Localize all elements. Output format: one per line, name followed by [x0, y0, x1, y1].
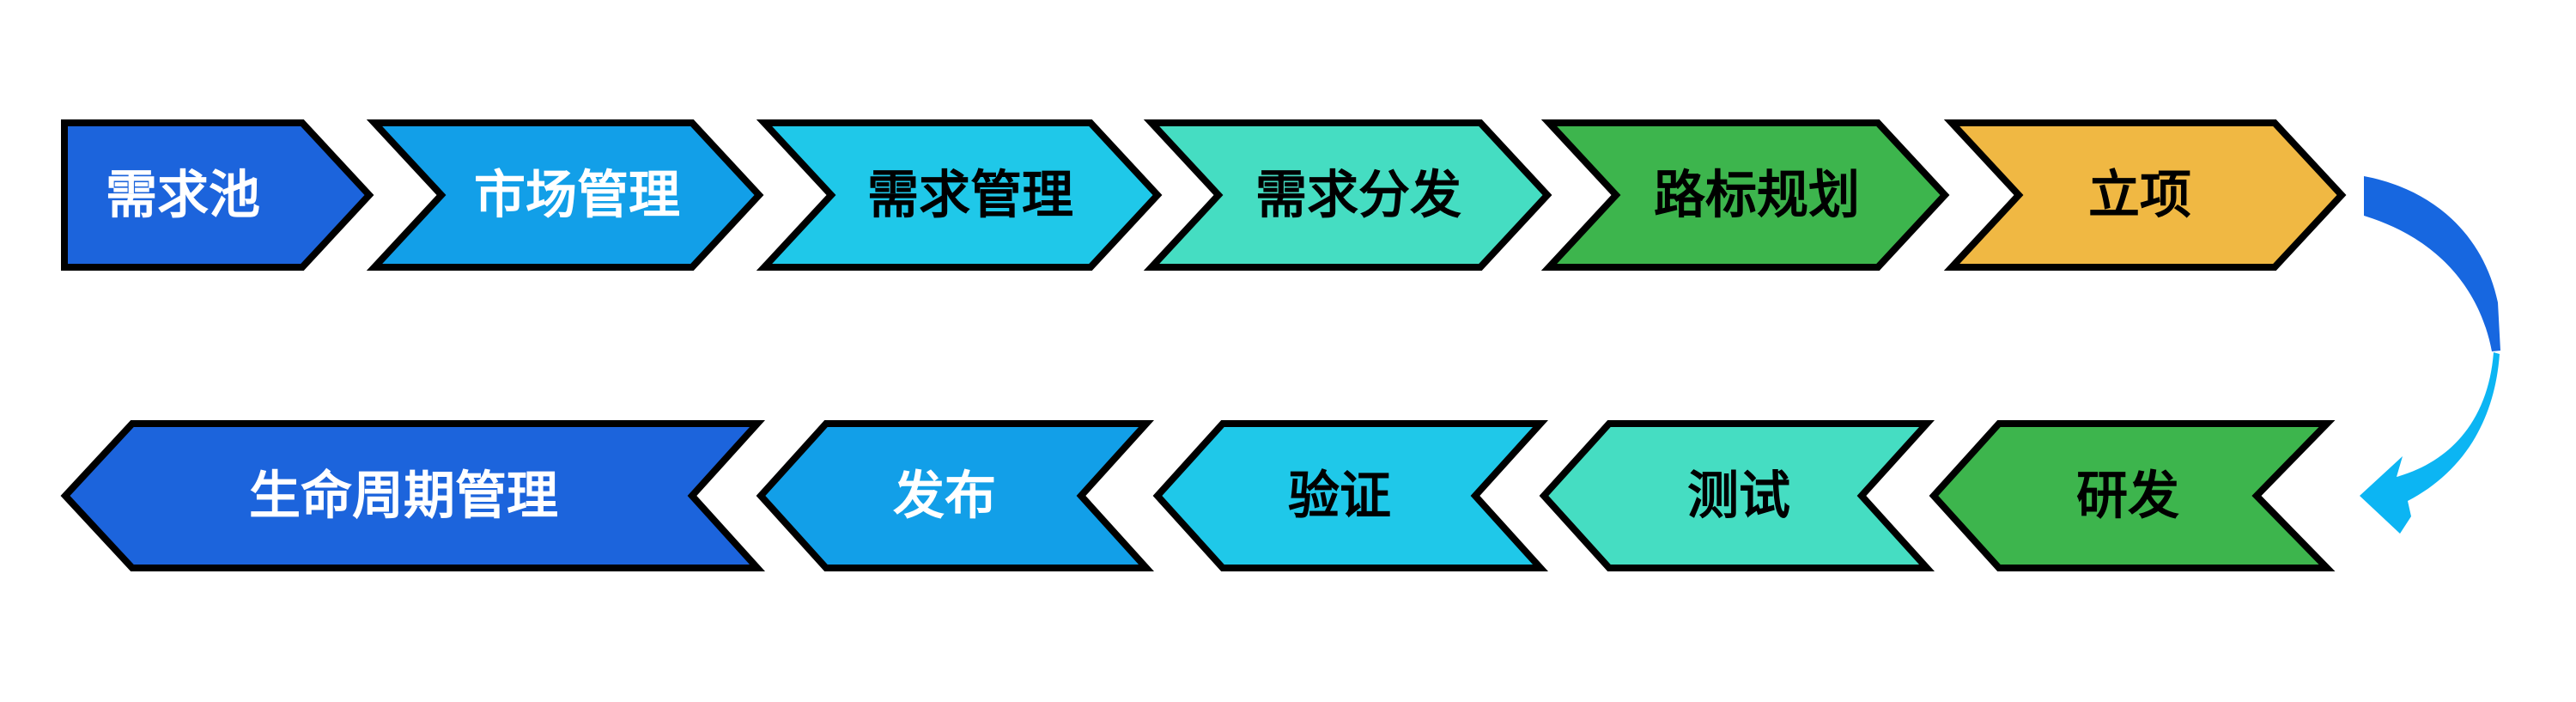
- step-label: 发布: [893, 467, 996, 525]
- step-label: 研发: [2076, 467, 2179, 525]
- chevron-shape: [366, 119, 764, 271]
- step-release: 发布: [756, 420, 1155, 571]
- step-label: 需求管理: [867, 167, 1073, 224]
- step-label: 立项: [2088, 167, 2191, 224]
- chevron-shape: [1539, 420, 1935, 571]
- chevron-shape: [756, 119, 1163, 271]
- chevron-shape: [1929, 420, 2336, 571]
- step-lifecycle-management: 生命周期管理: [60, 420, 766, 571]
- chevron-shape: [1540, 119, 1950, 271]
- step-testing: 测试: [1539, 420, 1935, 571]
- step-project-initiation: 立项: [1943, 119, 2347, 271]
- curved-arrow-icon: [2360, 176, 2500, 534]
- step-demand-distribution: 需求分发: [1143, 119, 1552, 271]
- process-row-top: 需求池 市场管理 需求管理 需求分发 路标规划 立项: [61, 119, 2347, 271]
- chevron-shape: [60, 420, 766, 571]
- chevron-shape: [1143, 119, 1552, 271]
- curved-arrow-top-segment: [2364, 176, 2500, 351]
- step-demand-management: 需求管理: [756, 119, 1163, 271]
- step-label: 需求池: [106, 167, 260, 224]
- step-label: 生命周期管理: [249, 467, 558, 525]
- step-roadmap-planning: 路标规划: [1540, 119, 1950, 271]
- curved-arrow-head-segment: [2360, 352, 2500, 534]
- step-demand-pool: 需求池: [61, 119, 374, 271]
- step-label: 需求分发: [1255, 167, 1461, 224]
- step-label: 市场管理: [474, 167, 680, 224]
- chevron-shape: [1943, 119, 2347, 271]
- step-verification: 验证: [1152, 420, 1549, 571]
- step-label: 验证: [1288, 467, 1391, 525]
- chevron-shape: [61, 119, 374, 271]
- step-label: 测试: [1687, 467, 1790, 525]
- step-label: 路标规划: [1654, 167, 1860, 224]
- step-market-management: 市场管理: [366, 119, 764, 271]
- chevron-shape: [756, 420, 1155, 571]
- process-row-bottom: 生命周期管理 发布 验证 测试 研发: [60, 420, 2336, 571]
- step-development: 研发: [1929, 420, 2336, 571]
- chevron-shape: [1152, 420, 1549, 571]
